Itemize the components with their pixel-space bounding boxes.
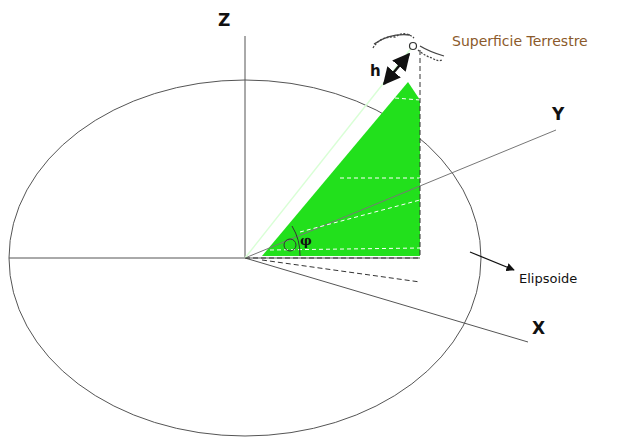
- normal-line: [245, 46, 413, 258]
- angle-arc: [292, 226, 300, 256]
- x-axis: [245, 258, 528, 342]
- green-triangle: [262, 82, 420, 256]
- projection-lines: [245, 50, 420, 282]
- ellipsoid-label: Elipsoide: [519, 272, 577, 285]
- surface-point: [410, 43, 417, 50]
- height-label: h: [370, 64, 381, 79]
- height-arrow: [384, 54, 409, 84]
- equator-line: [9, 258, 420, 259]
- terrain-surface: [373, 34, 444, 61]
- angle-label: φ: [300, 234, 312, 247]
- ellipsoid-pointer: [470, 252, 514, 270]
- surface-label: Superficie Terrestre: [452, 34, 588, 48]
- angle-mark: [284, 239, 296, 251]
- axis-label: Z: [218, 12, 230, 29]
- axis-label: Y: [552, 106, 564, 123]
- y-axis: [245, 130, 556, 258]
- z-axis: [245, 36, 246, 258]
- axis-label: X: [532, 320, 545, 337]
